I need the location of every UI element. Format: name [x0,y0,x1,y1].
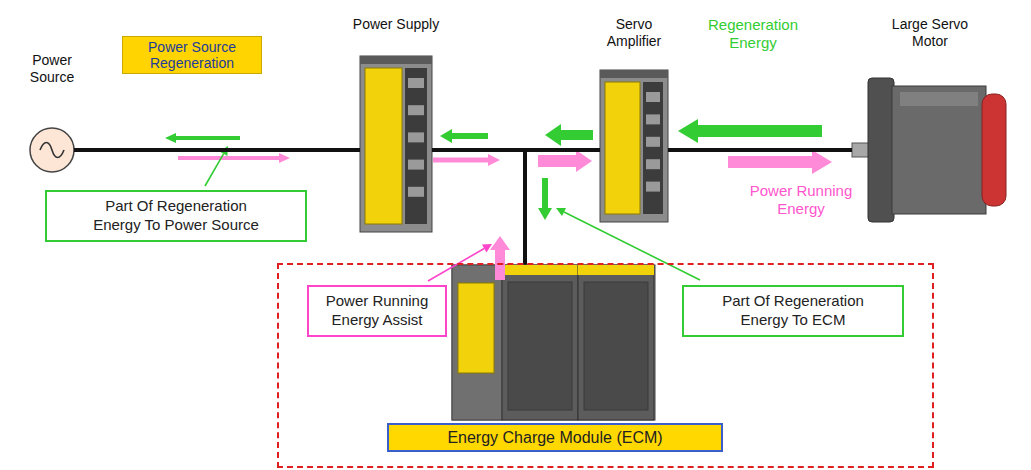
component-outline [360,56,432,232]
connector [408,187,424,197]
power-wire [668,148,852,152]
component-label: Power Supply [352,16,440,33]
regeneration-arrow [165,133,240,143]
region-heading-box: Energy Charge Module (ECM) [387,423,723,452]
callout-text: Part Of Regeneration Energy To ECM [708,292,878,330]
motor-red-cap [982,94,1006,206]
tag-text: Power Source Regeneration [129,39,255,71]
power-source: Power Source [22,52,82,172]
connector [646,159,660,169]
module-frame [600,70,668,222]
power-supply-module [360,56,432,232]
leader-line [564,212,700,280]
ecm-front [508,282,572,410]
servo-amplifier-module [600,70,668,222]
ecm-yellow-strip [578,265,654,275]
module-top [600,70,668,78]
connector [646,92,660,102]
regeneration-arrow [538,178,552,220]
ecm-yellow-panel [458,283,494,373]
servo-motor: Large Servo Motor [848,16,1012,238]
motor-highlight [900,92,978,106]
bus-branch-wire [523,150,527,265]
ecm-front [584,282,648,410]
leader-line [205,154,224,186]
ecm-region: Energy Charge Module (ECM) Power Running … [277,263,934,468]
callout-box: Part Of Regeneration Energy To Power Sou… [45,190,307,242]
component-label: Power Source [22,52,82,86]
connector [408,132,424,142]
ecm-frame [452,265,655,420]
power-supply: Power Supply [352,16,440,232]
component-label: Servo Amplifier [588,16,680,50]
connector [646,137,660,147]
ecm-unit [578,265,654,420]
module-yellow-panel [605,82,640,214]
ecm-unit [502,265,578,420]
power-running-arrow [490,236,510,280]
servo-motor-drawing [852,78,1006,222]
regeneration-arrow [678,119,822,143]
power-running-arrow [728,150,832,174]
component-label: Large Servo Motor [880,16,980,50]
connector [646,114,660,124]
power-wire [74,148,360,152]
ac-source-symbol [30,128,74,172]
power-wire [432,148,600,152]
title-tag: Power Source Regeneration [122,36,262,74]
module-top [360,56,432,64]
module-connector-area [643,82,663,214]
ecm-unit [452,265,502,420]
leader-arrowhead [556,208,566,216]
callout-box: Power Running Energy Assist [307,285,447,337]
regeneration-arrow [545,124,593,146]
component-outline [600,70,668,222]
module-connector-area [405,68,427,224]
leader-arrowhead [482,244,492,252]
power-running-arrow [178,153,290,163]
module-yellow-panel [365,68,402,224]
motor-flange [868,78,894,222]
ecm-module [452,265,655,420]
connector [408,78,424,88]
motor-body [892,86,986,214]
callout-text: Part Of Regeneration Energy To Power Sou… [86,197,266,235]
callout-box: Part Of Regeneration Energy To ECM [682,285,904,337]
connector [408,160,424,170]
regeneration-arrow [440,129,488,143]
component-outline [30,128,74,172]
sine-symbol [40,143,64,158]
component-outline [852,72,1008,238]
module-frame [360,56,432,232]
connector [408,105,424,115]
flow-label: Power Running Energy [742,182,860,218]
power-running-arrow [433,154,500,166]
ecm-yellow-strip [502,265,578,275]
flow-label: Regeneration Energy [698,16,808,52]
connector [646,182,660,192]
power-running-arrow [538,150,592,172]
callout-text: Power Running Energy Assist [315,292,439,330]
servo-amplifier: Servo Amplifier [588,16,680,222]
region-heading: Energy Charge Module (ECM) [395,428,715,447]
